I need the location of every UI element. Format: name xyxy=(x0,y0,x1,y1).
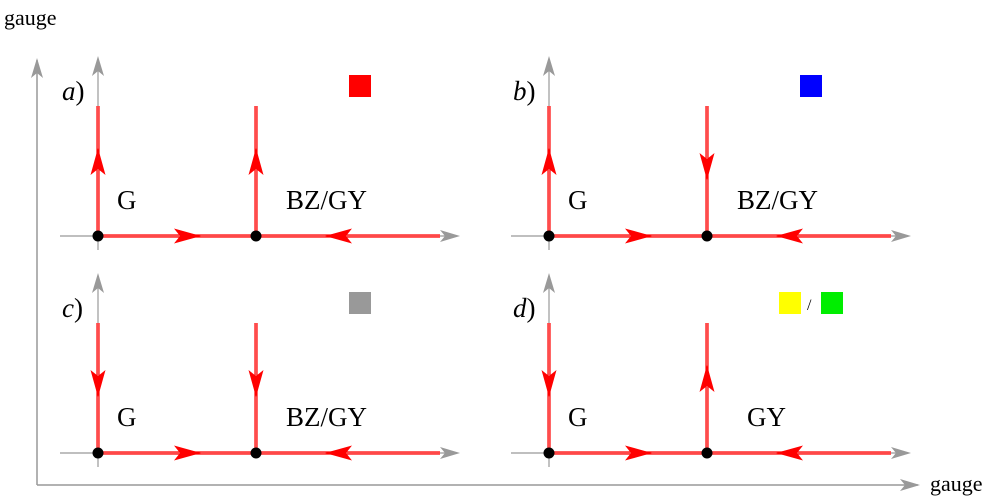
panel-label: c) xyxy=(62,293,83,323)
panel-c: G BZ/GY c) xyxy=(60,273,460,467)
panel-x-axis-head xyxy=(891,447,911,459)
flow-arrow-right xyxy=(174,228,201,244)
flow-arrow-right xyxy=(174,445,201,461)
flow-arrow-left xyxy=(325,228,352,244)
flow-arrow-left xyxy=(776,445,803,461)
panel-x-axis-head xyxy=(440,447,460,459)
panel-y-axis-head xyxy=(543,56,555,76)
fixed-point-label: BZ/GY xyxy=(737,185,818,215)
panel-y-axis-head xyxy=(92,56,104,76)
gaussian-node xyxy=(92,230,104,242)
panel-label: d) xyxy=(513,293,536,323)
panel-b: G BZ/GY b) xyxy=(511,56,911,250)
gaussian-flow-arrow-up xyxy=(90,148,106,175)
color-swatch xyxy=(800,75,822,97)
color-swatch-1 xyxy=(779,292,801,314)
panel-label: b) xyxy=(513,76,536,106)
panel-a: G BZ/GY a) xyxy=(60,56,460,250)
panel-y-axis-head xyxy=(543,273,555,293)
fixed-point-label: BZ/GY xyxy=(286,402,367,432)
gaussian-flow-arrow-down xyxy=(90,370,106,397)
swatch-separator: / xyxy=(807,297,812,314)
y-axis-label: gauge xyxy=(4,5,57,30)
gaussian-flow-arrow-down xyxy=(541,370,557,397)
gaussian-label: G xyxy=(568,402,588,432)
gaussian-node xyxy=(92,447,104,459)
fixed-point-label: GY xyxy=(747,402,786,432)
fixed-point-flow-arrow-down xyxy=(699,153,715,180)
panel-x-axis-head xyxy=(440,230,460,242)
flow-arrow-left xyxy=(325,445,352,461)
panel-label: a) xyxy=(62,76,85,106)
panel-x-axis-head xyxy=(891,230,911,242)
fixed-point-flow-arrow-up xyxy=(699,365,715,392)
fixed-point-node xyxy=(250,447,262,459)
gaussian-label: G xyxy=(117,402,137,432)
flow-arrow-left xyxy=(776,228,803,244)
gaussian-node xyxy=(543,447,555,459)
flow-arrow-right xyxy=(625,445,652,461)
fixed-point-node xyxy=(250,230,262,242)
gaussian-node xyxy=(543,230,555,242)
panel-d: G GY d) / xyxy=(511,273,911,467)
flow-arrow-right xyxy=(625,228,652,244)
color-swatch xyxy=(349,292,371,314)
gaussian-label: G xyxy=(117,185,137,215)
fixed-point-node xyxy=(701,447,713,459)
gaussian-label: G xyxy=(568,185,588,215)
panel-y-axis-head xyxy=(92,273,104,293)
fixed-point-label: BZ/GY xyxy=(286,185,367,215)
fixed-point-flow-arrow-down xyxy=(248,370,264,397)
global-axes: gauge gauge xyxy=(4,5,983,496)
color-swatch xyxy=(349,75,371,97)
gaussian-flow-arrow-up xyxy=(541,148,557,175)
x-axis-label: gauge xyxy=(930,471,983,496)
fixed-point-node xyxy=(701,230,713,242)
color-swatch-2 xyxy=(821,292,843,314)
fixed-point-flow-arrow-up xyxy=(248,148,264,175)
panels: G BZ/GY a) G BZ/GY b) G BZ/GY c) G GY d) / xyxy=(60,56,911,467)
